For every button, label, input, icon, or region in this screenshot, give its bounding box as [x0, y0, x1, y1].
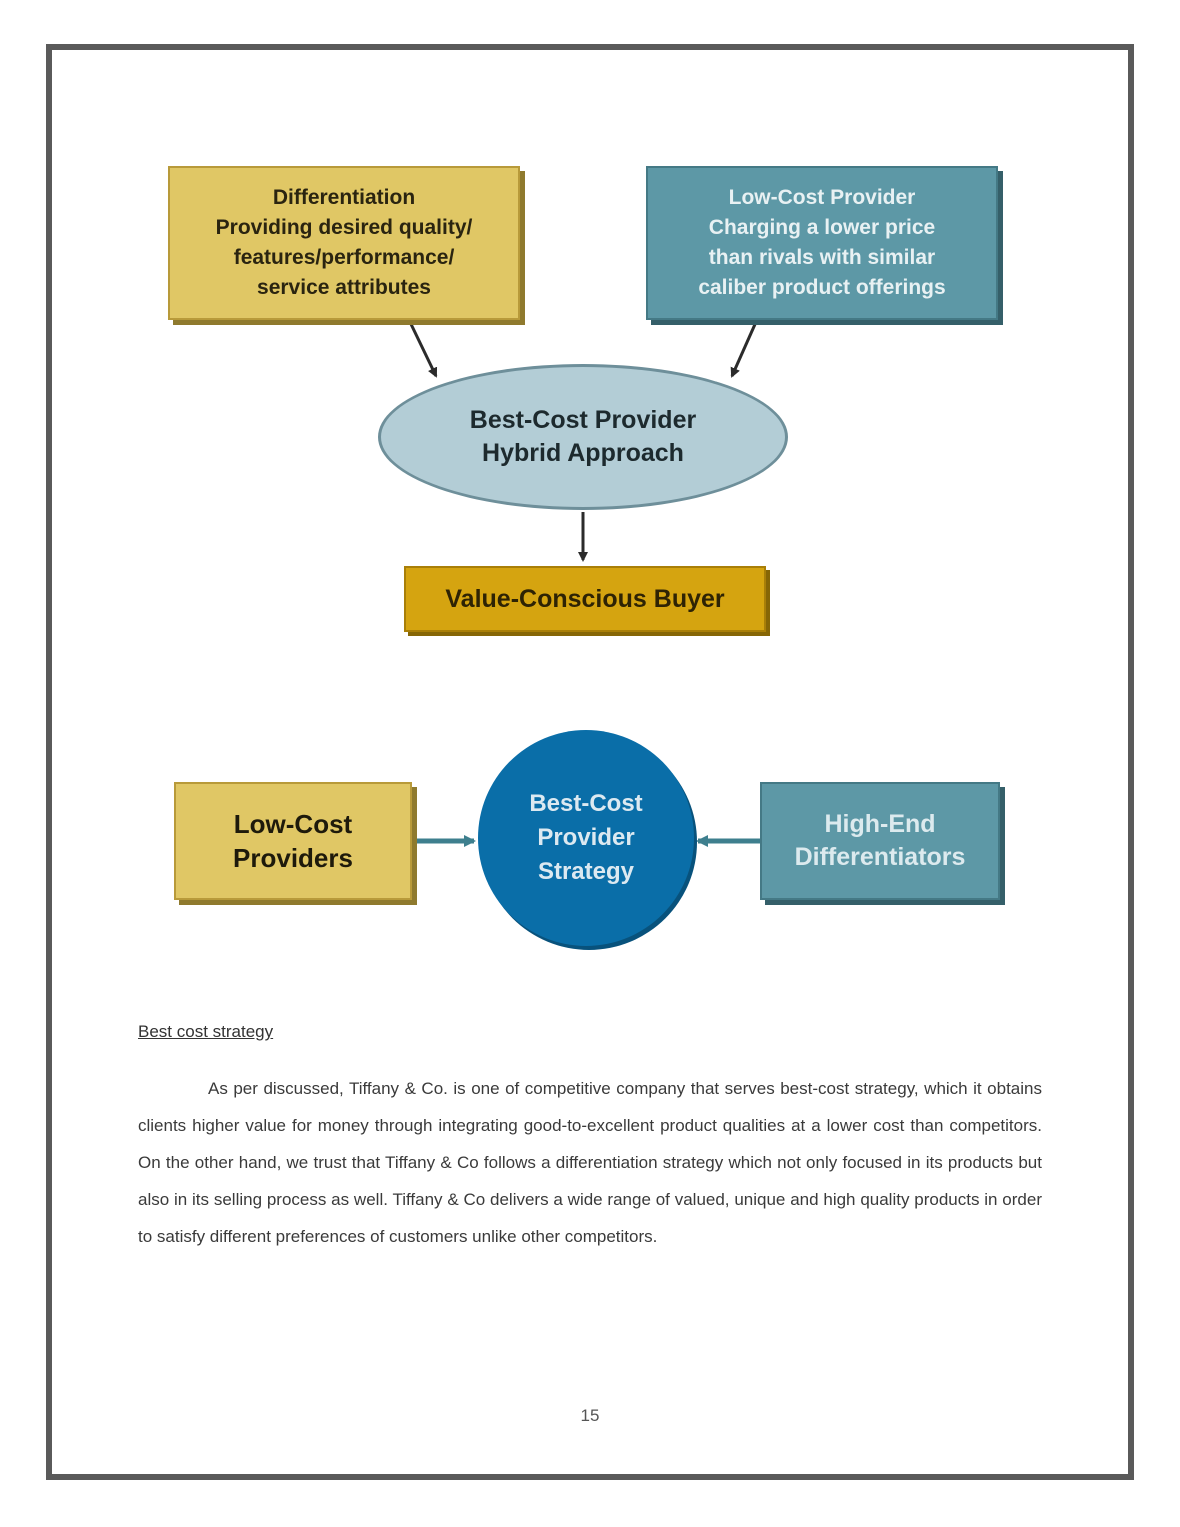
high-end-differentiators-box: High-End Differentiators — [760, 782, 1000, 900]
page-number: 15 — [580, 1406, 600, 1425]
differentiation-line: service attributes — [257, 276, 431, 299]
hybrid-line: Best-Cost Provider — [469, 406, 697, 434]
section-heading: Best cost strategy — [138, 1022, 274, 1041]
strategy-line: Best-Cost — [529, 790, 643, 817]
best-cost-strategy-circle: Best-Cost Provider Strategy — [478, 730, 694, 946]
differentiation-line: features/performance/ — [233, 246, 455, 269]
arrow-diff-to-hybrid — [408, 321, 438, 378]
hybrid-approach-ellipse: Best-Cost Provider Hybrid Approach — [378, 364, 788, 510]
differentiation-line: Providing desired quality/ — [215, 216, 473, 239]
hybrid-line: Hybrid Approach — [482, 439, 684, 467]
low-cost-providers-box: Low-Cost Providers — [174, 782, 412, 900]
low-cost-provider-box: Low-Cost Provider Charging a lower price… — [646, 166, 998, 320]
low-cost-provider-line: caliber product offerings — [698, 276, 946, 299]
low-cost-provider-line: Charging a lower price — [708, 216, 936, 239]
low-cost-providers-line: Low-Cost — [233, 809, 353, 839]
low-cost-provider-line: Low-Cost Provider — [728, 186, 916, 209]
value-conscious-buyer-box: Value-Conscious Buyer — [404, 566, 766, 632]
differentiation-box: Differentiation Providing desired qualit… — [168, 166, 520, 320]
high-end-line: High-End — [824, 810, 936, 838]
buyer-label: Value-Conscious Buyer — [445, 584, 725, 613]
body-paragraph: As per discussed, Tiffany & Co. is one o… — [138, 1079, 1042, 1246]
low-cost-provider-line: than rivals with similar — [708, 246, 936, 269]
high-end-line: Differentiators — [794, 843, 966, 871]
strategy-line: Strategy — [537, 858, 635, 885]
differentiation-line: Differentiation — [272, 186, 416, 209]
strategy-line: Provider — [537, 824, 635, 851]
arrow-lowcost-to-hybrid — [730, 321, 758, 378]
low-cost-providers-line: Providers — [233, 843, 353, 873]
